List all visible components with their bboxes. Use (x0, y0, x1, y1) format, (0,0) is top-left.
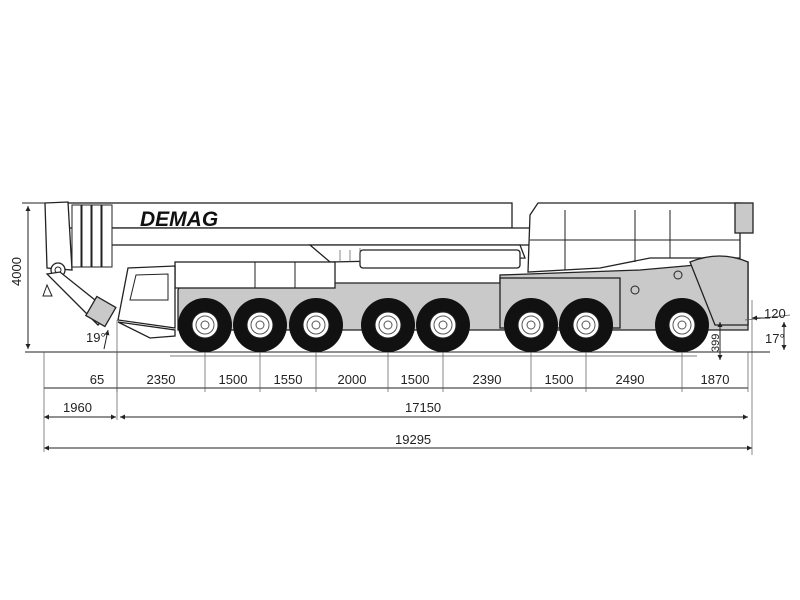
axle-spacing-label: 1500 (545, 372, 574, 387)
height-label: 4000 (9, 257, 24, 286)
wheel (361, 298, 415, 352)
wheel (289, 298, 343, 352)
height-dimension: 4000 (9, 202, 60, 349)
front-overhang-label: 1960 (63, 400, 92, 415)
dimension-lines: 1960 17150 19295 65 2350 1500 1550 2000 1500 2… (43, 352, 752, 452)
wheel (504, 298, 558, 352)
axle-spacing-label: 2390 (473, 372, 502, 387)
axle-spacing-label: 65 (90, 372, 104, 387)
axle-spacing-label: 1500 (219, 372, 248, 387)
axle-spacing-label: 1500 (401, 372, 430, 387)
superstructure (527, 202, 754, 326)
demag-logo: DEMAG (140, 208, 218, 231)
wheel (655, 298, 709, 352)
axle-spacing-label: 1870 (701, 372, 730, 387)
wheel (559, 298, 613, 352)
ground-clearance-label: 399 (710, 334, 722, 352)
telescopic-boom: DEMAG (61, 202, 531, 269)
wheel-set (178, 298, 709, 352)
overall-length-label: 19295 (395, 432, 431, 447)
wheel (233, 298, 287, 352)
wheel (416, 298, 470, 352)
axle-spacing-label: 1550 (274, 372, 303, 387)
rear-dimensions: 17° 120 399 (710, 300, 791, 455)
axle-spacing-label: 2490 (616, 372, 645, 387)
axle-spacing-label: 2000 (338, 372, 367, 387)
axle-spacing-label: 2350 (147, 372, 176, 387)
front-angle-label: 19° (86, 330, 106, 345)
rear-overhang-height-label: 120 (764, 306, 786, 321)
chassis-length-label: 17150 (405, 400, 441, 415)
boom-head (42, 201, 117, 328)
rear-angle-label: 17° (765, 331, 785, 346)
driver-cab (117, 265, 176, 339)
wheel (178, 298, 232, 352)
